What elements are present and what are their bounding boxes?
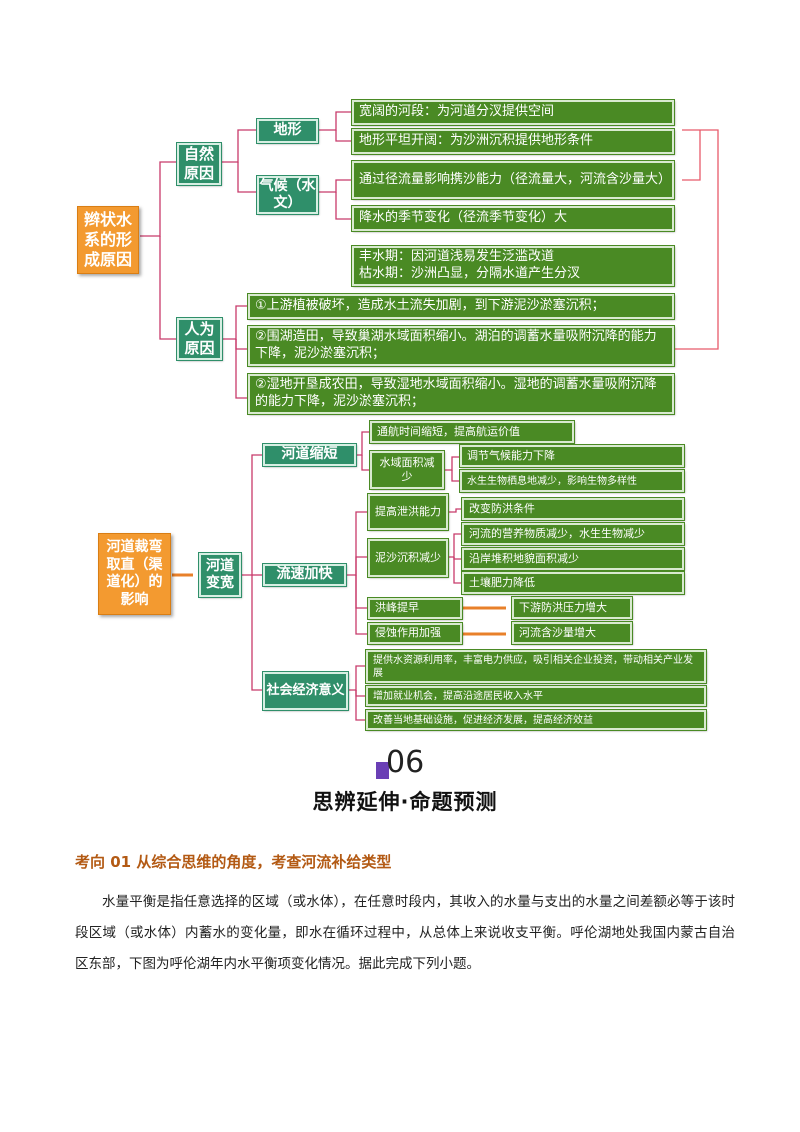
social-item-1: 提供水资源利用率，丰富电力供应，吸引相关企业投资，带动相关产业发展 <box>365 649 707 684</box>
climate-item-1: 通过径流量影响携沙能力（径流量大，河流含沙量大） <box>351 160 675 200</box>
navigation-item: 通航时间缩短，提高航运价值 <box>369 420 575 444</box>
river-widen-node: 河道变宽 <box>198 552 242 598</box>
flood-pressure-item: 下游防洪压力增大 <box>511 596 633 620</box>
silt-item-1: 河流的营养物质减少，水生生物减少 <box>461 522 685 546</box>
flood-peak-node: 洪峰提早 <box>367 597 463 620</box>
social-economic-node: 社会经济意义 <box>262 671 349 711</box>
flow-faster-node: 流速加快 <box>262 563 347 587</box>
silt-item-3: 土壤肥力降低 <box>461 571 685 595</box>
social-item-3: 改善当地基础设施，促进经济发展，提高经济效益 <box>365 709 707 731</box>
terrain-item-2: 地形平坦开阔：为沙洲沉积提供地形条件 <box>351 128 675 155</box>
flood-control-item: 改变防洪条件 <box>461 497 685 521</box>
section-number: 06 <box>386 745 425 780</box>
human-causes-node: 人为原因 <box>176 317 223 361</box>
silt-reduce-node: 泥沙沉积减少 <box>367 538 449 578</box>
seasons-box: 丰水期：因河道浅易发生泛滥改道 枯水期：沙洲凸显，分隔水道产生分汊 <box>351 245 675 287</box>
erosion-node: 侵蚀作用加强 <box>367 622 463 645</box>
dry-season-text: 枯水期：沙洲凸显，分隔水道产生分汊 <box>359 266 581 281</box>
question-paragraph: 水量平衡是指任意选择的区域（或水体），在任意时段内，其收入的水量与支出的水量之间… <box>75 894 735 972</box>
terrain-node: 地形 <box>256 118 319 144</box>
human-item-2: ②围湖造田，导致巢湖水域面积缩小。湖泊的调蓄水量吸附沉降的能力下降，泥沙淤塞沉积… <box>247 325 675 367</box>
sediment-increase-item: 河流含沙量增大 <box>511 621 633 645</box>
natural-causes-node: 自然原因 <box>176 142 222 186</box>
climate-node: 气候（水文） <box>256 175 319 215</box>
climate-item-2: 降水的季节变化（径流季节变化）大 <box>351 205 675 232</box>
silt-item-2: 沿岸堆积地貌面积减少 <box>461 547 685 571</box>
diagram1-root: 辫状水系的形成原因 <box>77 206 139 274</box>
section-title: 思辨延伸·命题预测 <box>312 790 498 814</box>
water-area-item-2: 水生生物栖息地减少，影响生物多样性 <box>459 469 685 493</box>
human-item-3: ②湿地开垦成农田，导致湿地水域面积缩小。湿地的调蓄水量吸附沉降的能力下降，泥沙淤… <box>247 373 675 415</box>
flood-discharge-node: 提高泄洪能力 <box>367 493 449 531</box>
river-shorten-node: 河道缩短 <box>262 443 357 467</box>
wet-season-text: 丰水期：因河道浅易发生泛滥改道 <box>359 249 555 265</box>
question-heading: 考向 01 从综合思维的角度，考查河流补给类型 <box>75 853 392 871</box>
diagram2-root: 河道裁弯取直（渠道化）的影响 <box>98 533 171 615</box>
human-item-1: ①上游植被破坏，造成水土流失加剧，到下游泥沙淤塞沉积； <box>247 293 675 320</box>
social-item-2: 增加就业机会，提高沿途居民收入水平 <box>365 685 707 707</box>
water-area-item-1: 调节气候能力下降 <box>459 444 685 468</box>
terrain-item-1: 宽阔的河段：为河道分汊提供空间 <box>351 99 675 126</box>
water-area-node: 水域面积减少 <box>369 450 445 490</box>
section-number-accent <box>376 762 389 779</box>
